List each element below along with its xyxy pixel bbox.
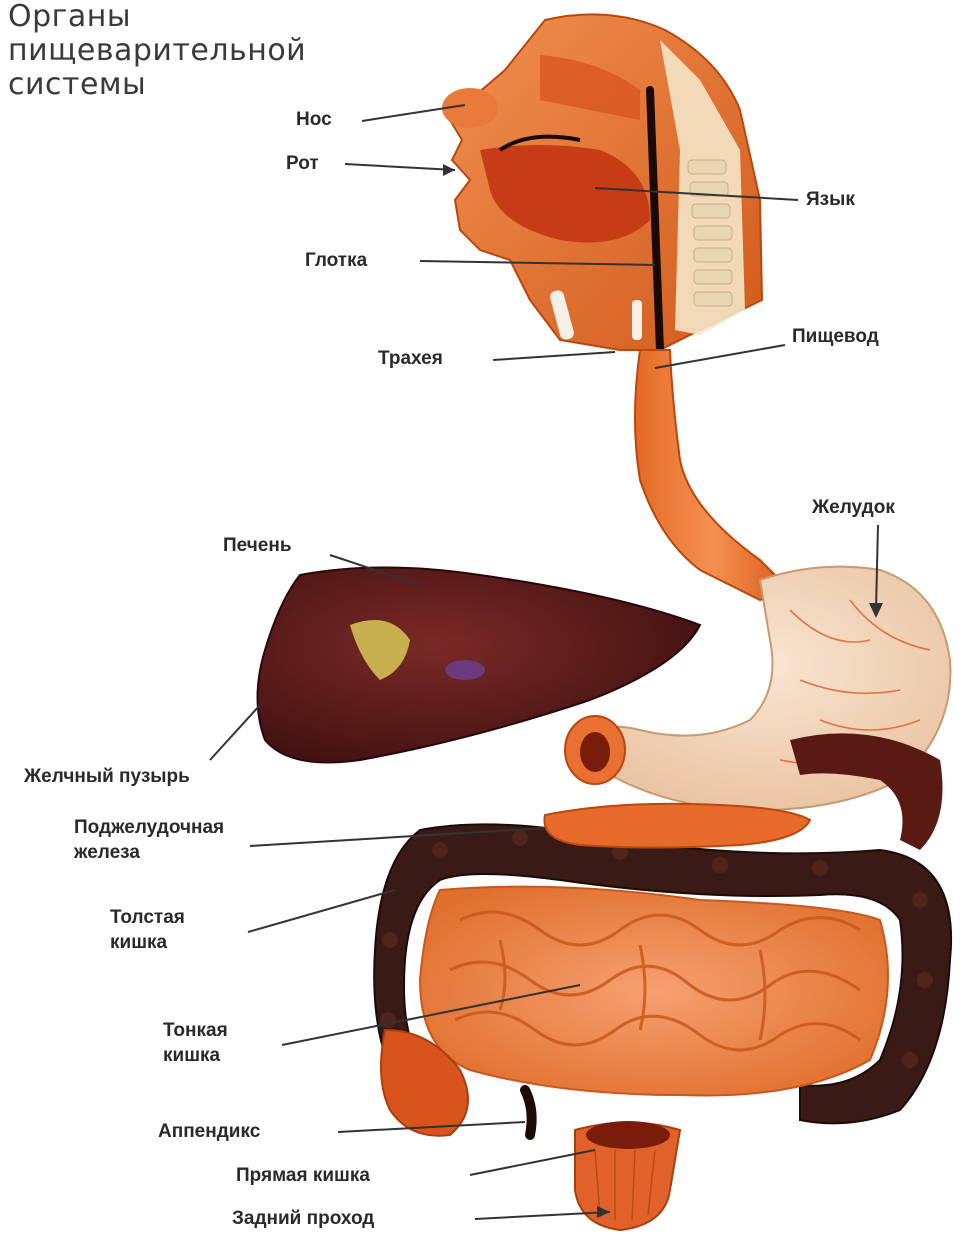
leader-esophagus: [655, 345, 785, 368]
label-large-intestine-line-1: Толстая: [110, 906, 185, 930]
label-small-intestine-line-1: Тонкая: [163, 1019, 228, 1043]
leader-gallbladder: [210, 705, 260, 760]
label-pancreas-line-2: железа: [74, 841, 140, 865]
label-large-intestine-line-2: кишка: [110, 931, 167, 955]
label-tongue: Язык: [806, 188, 855, 212]
appendix-organ: [525, 1090, 532, 1135]
small-intestine-organ: [420, 887, 888, 1096]
label-liver: Печень: [223, 534, 292, 558]
label-mouth: Рот: [286, 152, 319, 176]
label-stomach: Желудок: [812, 496, 895, 520]
head-section: [442, 14, 762, 350]
label-appendix: Аппендикс: [158, 1120, 260, 1144]
pancreas-organ: [544, 804, 810, 848]
label-rectum: Прямая кишка: [236, 1164, 370, 1188]
label-pancreas-line-1: Поджелудочная: [74, 816, 224, 840]
label-gallbladder: Желчный пузырь: [24, 765, 190, 789]
leader-mouth: [345, 164, 455, 170]
label-small-intestine-line-2: кишка: [163, 1044, 220, 1068]
label-anus: Задний проход: [232, 1207, 374, 1231]
label-trachea: Трахея: [378, 347, 443, 371]
leader-large-intestine: [248, 890, 395, 932]
esophagus-tube: [635, 350, 790, 600]
label-esophagus: Пищевод: [792, 325, 879, 349]
leader-trachea: [493, 352, 615, 360]
label-nose: Нос: [296, 108, 332, 132]
label-pharynx: Глотка: [305, 249, 367, 273]
